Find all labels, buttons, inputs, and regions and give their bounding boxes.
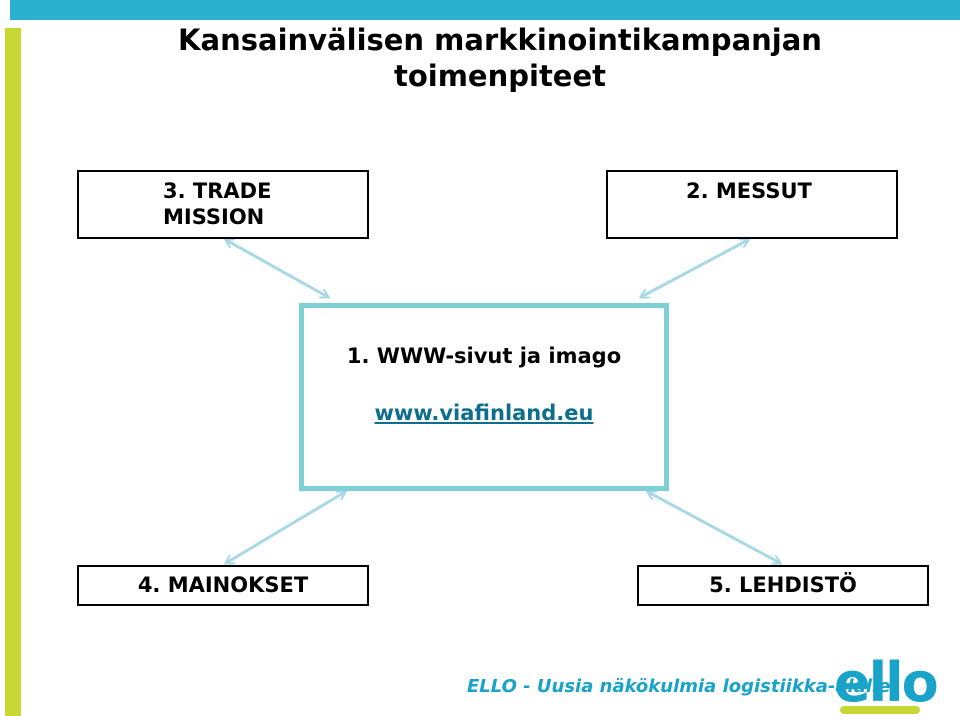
arrow-www-lehdisto bbox=[648, 492, 780, 563]
box-trade-mission: 3. TRADE MISSION bbox=[77, 170, 369, 239]
box-mainokset: 4. MAINOKSET bbox=[77, 565, 369, 606]
trade-mission-line1: 3. TRADE bbox=[163, 179, 272, 203]
box-lehdisto: 5. LEHDISTÖ bbox=[637, 565, 929, 606]
arrow-www-messut bbox=[641, 240, 748, 297]
ello-logo: ello bbox=[834, 651, 939, 714]
logo-swoosh bbox=[840, 706, 920, 714]
slide-title-line2: toimenpiteet bbox=[393, 59, 607, 93]
box-www-sivut: 1. WWW-sivut ja imago www.viafinland.eu bbox=[299, 303, 669, 491]
slide-title-line1: Kansainvälisen markkinointikampanjan bbox=[178, 23, 822, 57]
box-messut: 2. MESSUT bbox=[606, 170, 898, 239]
www-title: 1. WWW-sivut ja imago bbox=[346, 344, 622, 368]
arrow-www-trade bbox=[226, 240, 328, 297]
trade-mission-line2: MISSION bbox=[163, 205, 265, 229]
footer-tagline: ELLO - Uusia näkökulmia logistiikka-alal… bbox=[467, 676, 891, 697]
arrow-www-mainokset bbox=[226, 492, 345, 563]
top-bar-gap bbox=[0, 0, 10, 20]
messut-label: 2. MESSUT bbox=[686, 179, 812, 203]
www-link[interactable]: www.viafinland.eu bbox=[374, 401, 594, 425]
left-accent-bar bbox=[5, 28, 21, 716]
slide-title: Kansainvälisen markkinointikampanjan toi… bbox=[100, 22, 900, 94]
top-accent-bar bbox=[0, 0, 960, 20]
